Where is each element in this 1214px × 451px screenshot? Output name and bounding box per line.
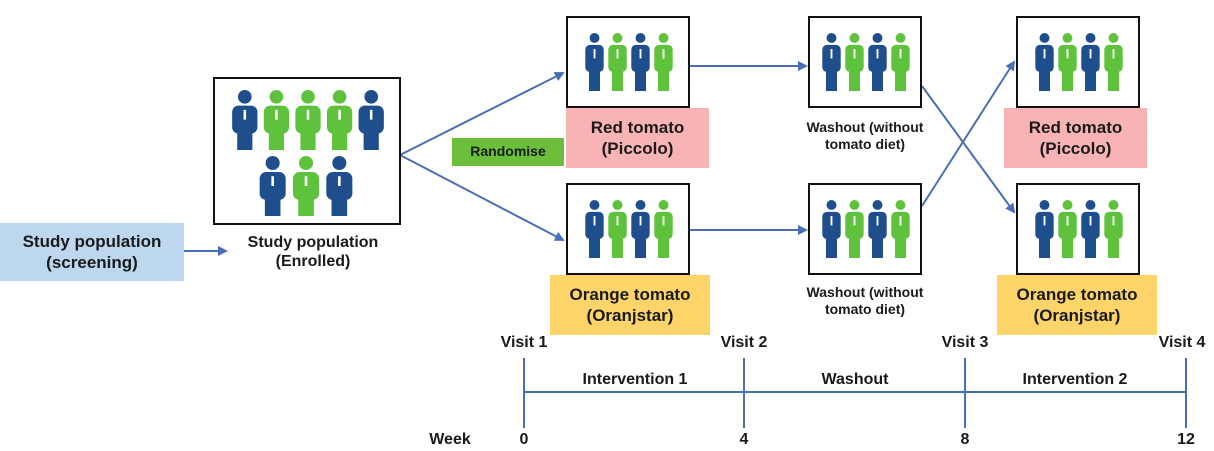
people-figures	[1035, 33, 1123, 91]
person-icon	[631, 200, 650, 258]
person-icon	[585, 33, 604, 91]
week-12: 12	[1177, 431, 1195, 448]
red-tomato-2-line1: Red tomato	[1028, 117, 1123, 137]
enrolled-box	[213, 77, 401, 225]
washout-top-people	[820, 32, 912, 92]
person-icon	[1104, 33, 1123, 91]
washout-top-line1: Washout (without	[806, 119, 924, 135]
person-icon	[259, 156, 286, 216]
washout-bottom-box	[808, 183, 922, 275]
person-icon	[1058, 33, 1077, 91]
people-figures	[232, 90, 384, 150]
enrolled-line1: Study population	[247, 234, 379, 251]
person-icon	[631, 33, 650, 91]
person-icon	[822, 200, 841, 258]
enrolled-line2: (Enrolled)	[275, 253, 351, 271]
person-icon	[292, 156, 320, 216]
enrolled-label: Study population (Enrolled)	[213, 233, 413, 271]
week-8: 8	[960, 431, 970, 448]
washout-top-label: Washout (without tomato diet)	[770, 119, 960, 153]
red-group-2-box	[1016, 16, 1140, 108]
red-group-2-people	[1033, 32, 1125, 92]
orange-group-box	[566, 183, 690, 275]
people-figures	[585, 200, 673, 258]
person-icon	[608, 33, 627, 91]
people-figures	[585, 33, 673, 91]
person-icon	[1058, 200, 1077, 258]
red-group-people	[583, 32, 675, 92]
week-4: 4	[739, 431, 749, 448]
person-icon	[654, 33, 673, 91]
person-icon	[891, 200, 910, 258]
orange-tomato-2-line2: (Oranjstar)	[1033, 306, 1121, 325]
orange-tomato-line1: Orange tomato	[569, 284, 691, 304]
screening-box: Study population (screening)	[0, 223, 184, 281]
washout-top-box	[808, 16, 922, 108]
person-icon	[868, 200, 887, 258]
washout-top-line2: tomato diet)	[824, 135, 906, 152]
orange-group-2-people	[1033, 199, 1125, 259]
person-icon	[358, 90, 384, 150]
randomise-label: Randomise	[470, 143, 546, 160]
person-icon	[1104, 200, 1123, 258]
washout-bottom-line2: tomato diet)	[824, 300, 906, 317]
timeline	[523, 358, 1187, 428]
period-intervention-2: Intervention 2	[1022, 371, 1128, 388]
person-icon	[1035, 33, 1054, 91]
people-figures	[822, 200, 910, 258]
arrow-cross-to-orange	[921, 85, 1016, 214]
person-icon	[326, 156, 353, 216]
orange-tomato-2-label: Orange tomato (Oranjstar)	[997, 275, 1157, 335]
person-icon	[326, 90, 353, 150]
red-tomato-line1: Red tomato	[590, 117, 685, 137]
person-icon	[1081, 200, 1100, 258]
person-icon	[1081, 33, 1100, 91]
arrow-to-orange	[399, 154, 565, 241]
orange-tomato-label: Orange tomato (Oranjstar)	[550, 275, 710, 335]
visit-1-label: Visit 1	[500, 334, 548, 351]
screening-line1: Study population	[22, 231, 162, 251]
week-0: 0	[519, 431, 529, 448]
orange-group-people	[583, 199, 675, 259]
person-icon	[845, 200, 864, 258]
person-icon	[295, 90, 321, 150]
person-icon	[891, 33, 910, 91]
screening-line2: (screening)	[46, 253, 138, 272]
person-icon	[654, 200, 673, 258]
orange-tomato-line2: (Oranjstar)	[586, 306, 674, 325]
orange-group-2-box	[1016, 183, 1140, 275]
person-icon	[263, 90, 290, 150]
visit-2-label: Visit 2	[720, 334, 768, 351]
washout-bottom-people	[820, 199, 912, 259]
randomise-badge: Randomise	[452, 138, 564, 166]
red-tomato-label: Red tomato (Piccolo)	[566, 108, 709, 168]
people-figures	[259, 156, 353, 216]
person-icon	[232, 90, 258, 150]
person-icon	[585, 200, 604, 258]
period-intervention-1: Intervention 1	[582, 371, 688, 388]
arrow-to-red	[399, 72, 565, 156]
red-tomato-2-label: Red tomato (Piccolo)	[1004, 108, 1147, 168]
red-tomato-2-line2: (Piccolo)	[1039, 139, 1112, 158]
red-tomato-line2: (Piccolo)	[601, 139, 674, 158]
person-icon	[868, 33, 887, 91]
washout-bottom-line1: Washout (without	[806, 284, 924, 300]
person-icon	[608, 200, 627, 258]
people-figures	[1035, 200, 1123, 258]
person-icon	[822, 33, 841, 91]
visit-4-label: Visit 4	[1158, 334, 1206, 351]
enrolled-row-2	[256, 155, 356, 217]
person-icon	[1035, 200, 1054, 258]
orange-tomato-2-line1: Orange tomato	[1016, 284, 1138, 304]
person-icon	[845, 33, 864, 91]
enrolled-row-1	[229, 89, 387, 151]
washout-bottom-label: Washout (without tomato diet)	[770, 284, 960, 318]
visit-3-label: Visit 3	[941, 334, 989, 351]
people-figures	[822, 33, 910, 91]
arrow-cross-to-red	[921, 60, 1016, 207]
period-washout: Washout	[821, 371, 889, 388]
week-label: Week	[429, 431, 471, 448]
red-group-box	[566, 16, 690, 108]
